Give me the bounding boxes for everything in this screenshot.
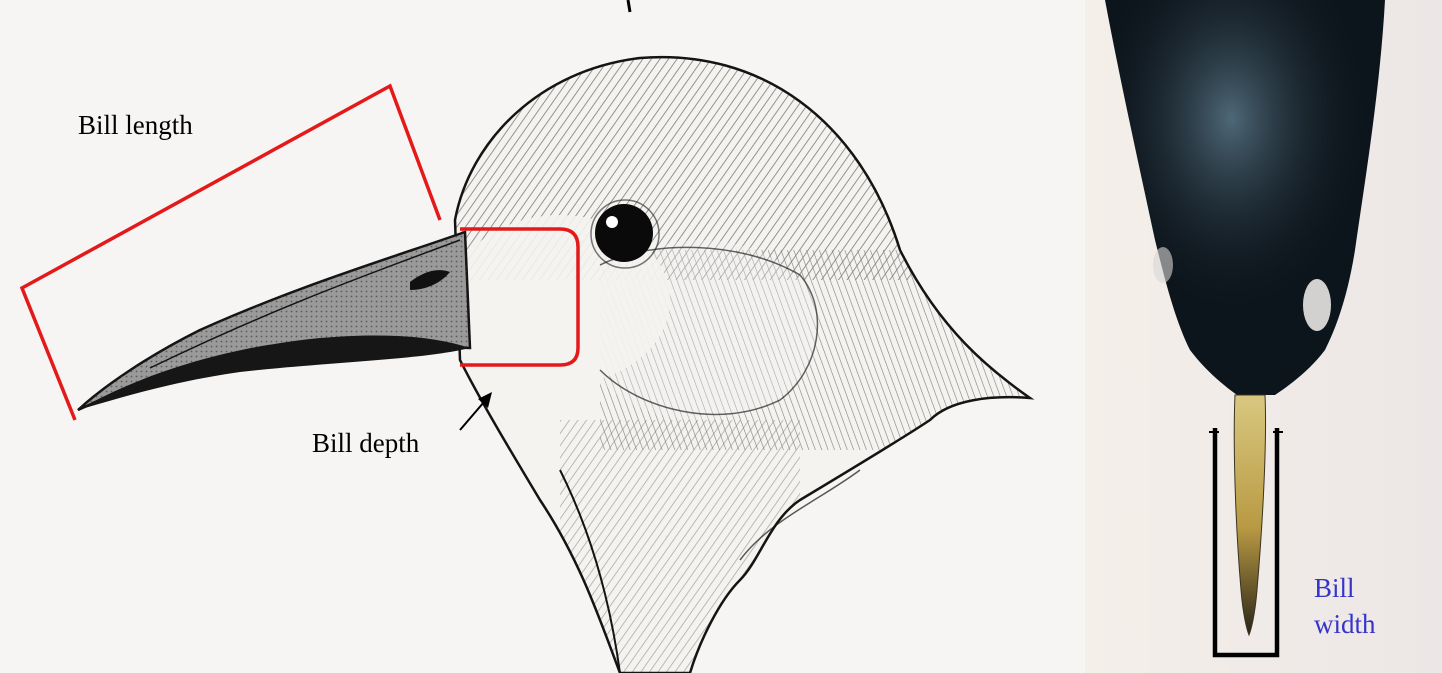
bill-width-label: Bill width [1314, 570, 1376, 642]
bill-depth-label: Bill depth [312, 430, 419, 457]
bird-head-drawing [0, 0, 1085, 673]
eye [591, 200, 659, 268]
specimen-photo [1085, 0, 1442, 673]
head-outline [440, 40, 1040, 673]
bill [78, 232, 470, 410]
bill-length-label: Bill length [78, 112, 193, 139]
bill-width-label-line2: width [1314, 606, 1376, 642]
bill-width-label-line1: Bill [1314, 570, 1376, 606]
